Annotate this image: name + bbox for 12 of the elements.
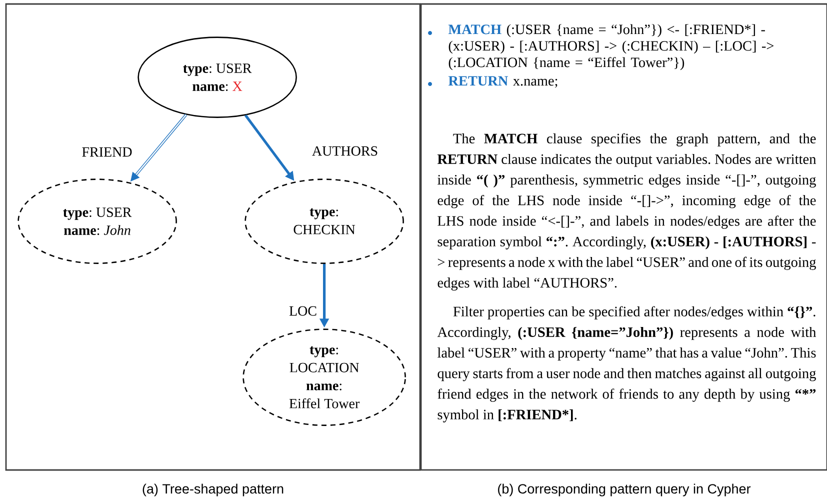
panel <box>5 3 421 471</box>
query-text: MATCH (:USER {name = “John”}) <- [:FRIEND*] - (x:USER) - [:AUTHORS] -> (:CHECKIN) – [:LOC] -> (:LOCATION {name = “Eiffel Tower”}) <box>448 24 774 70</box>
query-text: RETURN x.name; <box>448 76 558 88</box>
panel <box>420 3 827 471</box>
panel-caption: (b) Corresponding pattern query in Cypher <box>498 484 751 496</box>
edge-label: LOC <box>288 305 318 317</box>
paragraph: The MATCH clause specifies the graph pattern, and the RETURN clause indicates the output variables. Nodes are written inside “( )” parenthesis, symmetric edges inside “-[]-”, outgoing edge of the LHS node inside “-[]->”, incoming edge of the LHS node inside “<-[]-”, and labels in nodes/edges are after the separation symbol “:”. Accordingly, (x:USER) - [:AUTHORS] -> represents a node x with the label “USER” and one of its outgoing edges with label “AUTHORS”. <box>437 133 816 291</box>
paragraph: Filter properties can be specified after nodes/edges within “{}”. Accordingly, (:USER {name=”John”}) represents a node with label “USER” with a property “name” that has a value “John”. This query starts from a user node and then matches against all outgoing friend edges in the network of friends to any depth by using “*” symbol in [:FRIEND*]. <box>437 306 816 422</box>
ellipse-node: type: USER name: X <box>138 36 297 118</box>
edge-label: FRIEND <box>80 146 134 158</box>
edge-label: AUTHORS <box>310 145 380 157</box>
panel-caption: (a) Tree-shaped pattern <box>142 484 284 496</box>
